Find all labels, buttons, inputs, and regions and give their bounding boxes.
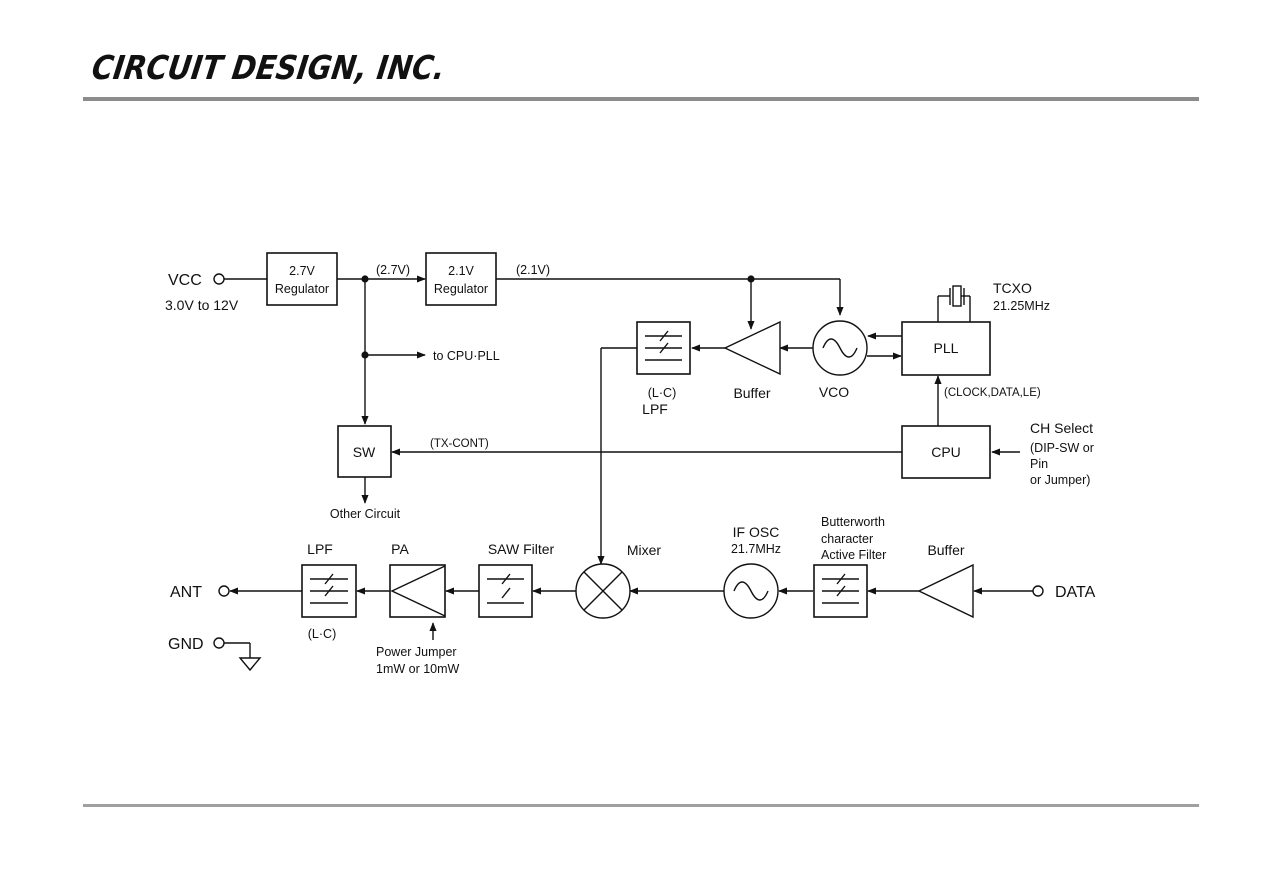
ch-select-label: CH Select bbox=[1030, 420, 1093, 436]
pa-label: PA bbox=[391, 541, 409, 557]
junction-dot bbox=[361, 275, 369, 283]
v27-label: (2.7V) bbox=[376, 263, 410, 277]
vco-oscillator-icon bbox=[812, 320, 868, 376]
mixer-label: Mixer bbox=[627, 542, 662, 558]
pll-block: PLL bbox=[901, 321, 991, 376]
junction-dot bbox=[747, 275, 755, 283]
if-osc-label: IF OSC bbox=[733, 524, 780, 540]
pa-amplifier-icon bbox=[389, 564, 446, 618]
bottom-buffer-label: Buffer bbox=[927, 542, 964, 558]
sw-label: SW bbox=[353, 444, 376, 460]
if-osc-freq-label: 21.7MHz bbox=[731, 542, 781, 556]
top-buffer-amplifier-icon bbox=[723, 320, 781, 376]
butterworth-line1: Butterworth bbox=[821, 515, 885, 529]
reg21-line1: 2.1V bbox=[448, 264, 474, 278]
v21-label: (2.1V) bbox=[516, 263, 550, 277]
wires bbox=[224, 275, 1033, 672]
if-osc-oscillator-icon bbox=[723, 563, 779, 619]
regulator-2-7v-block: 2.7V Regulator bbox=[266, 252, 338, 306]
data-label: DATA bbox=[1055, 584, 1096, 601]
reg21-line2: Regulator bbox=[434, 282, 488, 296]
to-cpu-pll-label: to CPU·PLL bbox=[433, 349, 500, 363]
gnd-terminal-icon bbox=[213, 637, 225, 649]
tx-cont-label: (TX-CONT) bbox=[430, 438, 489, 450]
top-buffer-label: Buffer bbox=[733, 385, 770, 401]
tcxo-label: TCXO bbox=[993, 280, 1032, 296]
other-circuit-label: Other Circuit bbox=[330, 507, 401, 521]
top-lc-label: (L·C) bbox=[648, 386, 676, 400]
vcc-range-label: 3.0V to 12V bbox=[165, 297, 239, 313]
tcxo-freq-label: 21.25MHz bbox=[993, 299, 1050, 313]
saw-filter-label: SAW Filter bbox=[488, 541, 555, 557]
bottom-lpf-label: LPF bbox=[307, 541, 333, 557]
butterworth-line2: character bbox=[821, 532, 873, 546]
clock-data-le-label: (CLOCK,DATA,LE) bbox=[944, 387, 1041, 399]
ant-terminal-icon bbox=[218, 585, 230, 597]
butterworth-line3: Active Filter bbox=[821, 548, 886, 562]
saw-filter-icon bbox=[478, 564, 533, 618]
vcc-label: VCC bbox=[168, 272, 202, 289]
crystal-icon bbox=[938, 285, 970, 307]
mixer-icon bbox=[575, 563, 631, 619]
data-terminal-icon bbox=[1032, 585, 1044, 597]
bottom-lc-label: (L·C) bbox=[308, 627, 336, 641]
ch-select-line3: Pin bbox=[1030, 457, 1048, 471]
top-lpf-filter-icon bbox=[636, 321, 691, 375]
cpu-label: CPU bbox=[931, 444, 961, 460]
regulator-2-1v-block: 2.1V Regulator bbox=[425, 252, 497, 306]
gnd-label: GND bbox=[168, 636, 204, 653]
reg27-line1: 2.7V bbox=[289, 264, 315, 278]
top-lpf-label: LPF bbox=[642, 401, 668, 417]
reg27-line2: Regulator bbox=[275, 282, 329, 296]
pll-label: PLL bbox=[934, 340, 959, 356]
ant-label: ANT bbox=[170, 584, 202, 601]
power-jumper-line2: 1mW or 10mW bbox=[376, 662, 460, 676]
header-divider bbox=[83, 97, 1199, 101]
footer-divider bbox=[83, 804, 1199, 807]
junction-dot bbox=[361, 351, 369, 359]
power-jumper-line1: Power Jumper bbox=[376, 645, 457, 659]
active-filter-icon bbox=[813, 564, 868, 618]
vco-label: VCO bbox=[819, 384, 849, 400]
vcc-terminal-icon bbox=[213, 273, 225, 285]
bottom-lpf-filter-icon bbox=[301, 564, 357, 618]
cpu-block: CPU bbox=[901, 425, 991, 479]
ch-select-line4: or Jumper) bbox=[1030, 473, 1090, 487]
sw-block: SW bbox=[337, 425, 392, 478]
ch-select-line2: (DIP-SW or bbox=[1030, 441, 1094, 455]
bottom-buffer-amplifier-icon bbox=[917, 563, 974, 619]
